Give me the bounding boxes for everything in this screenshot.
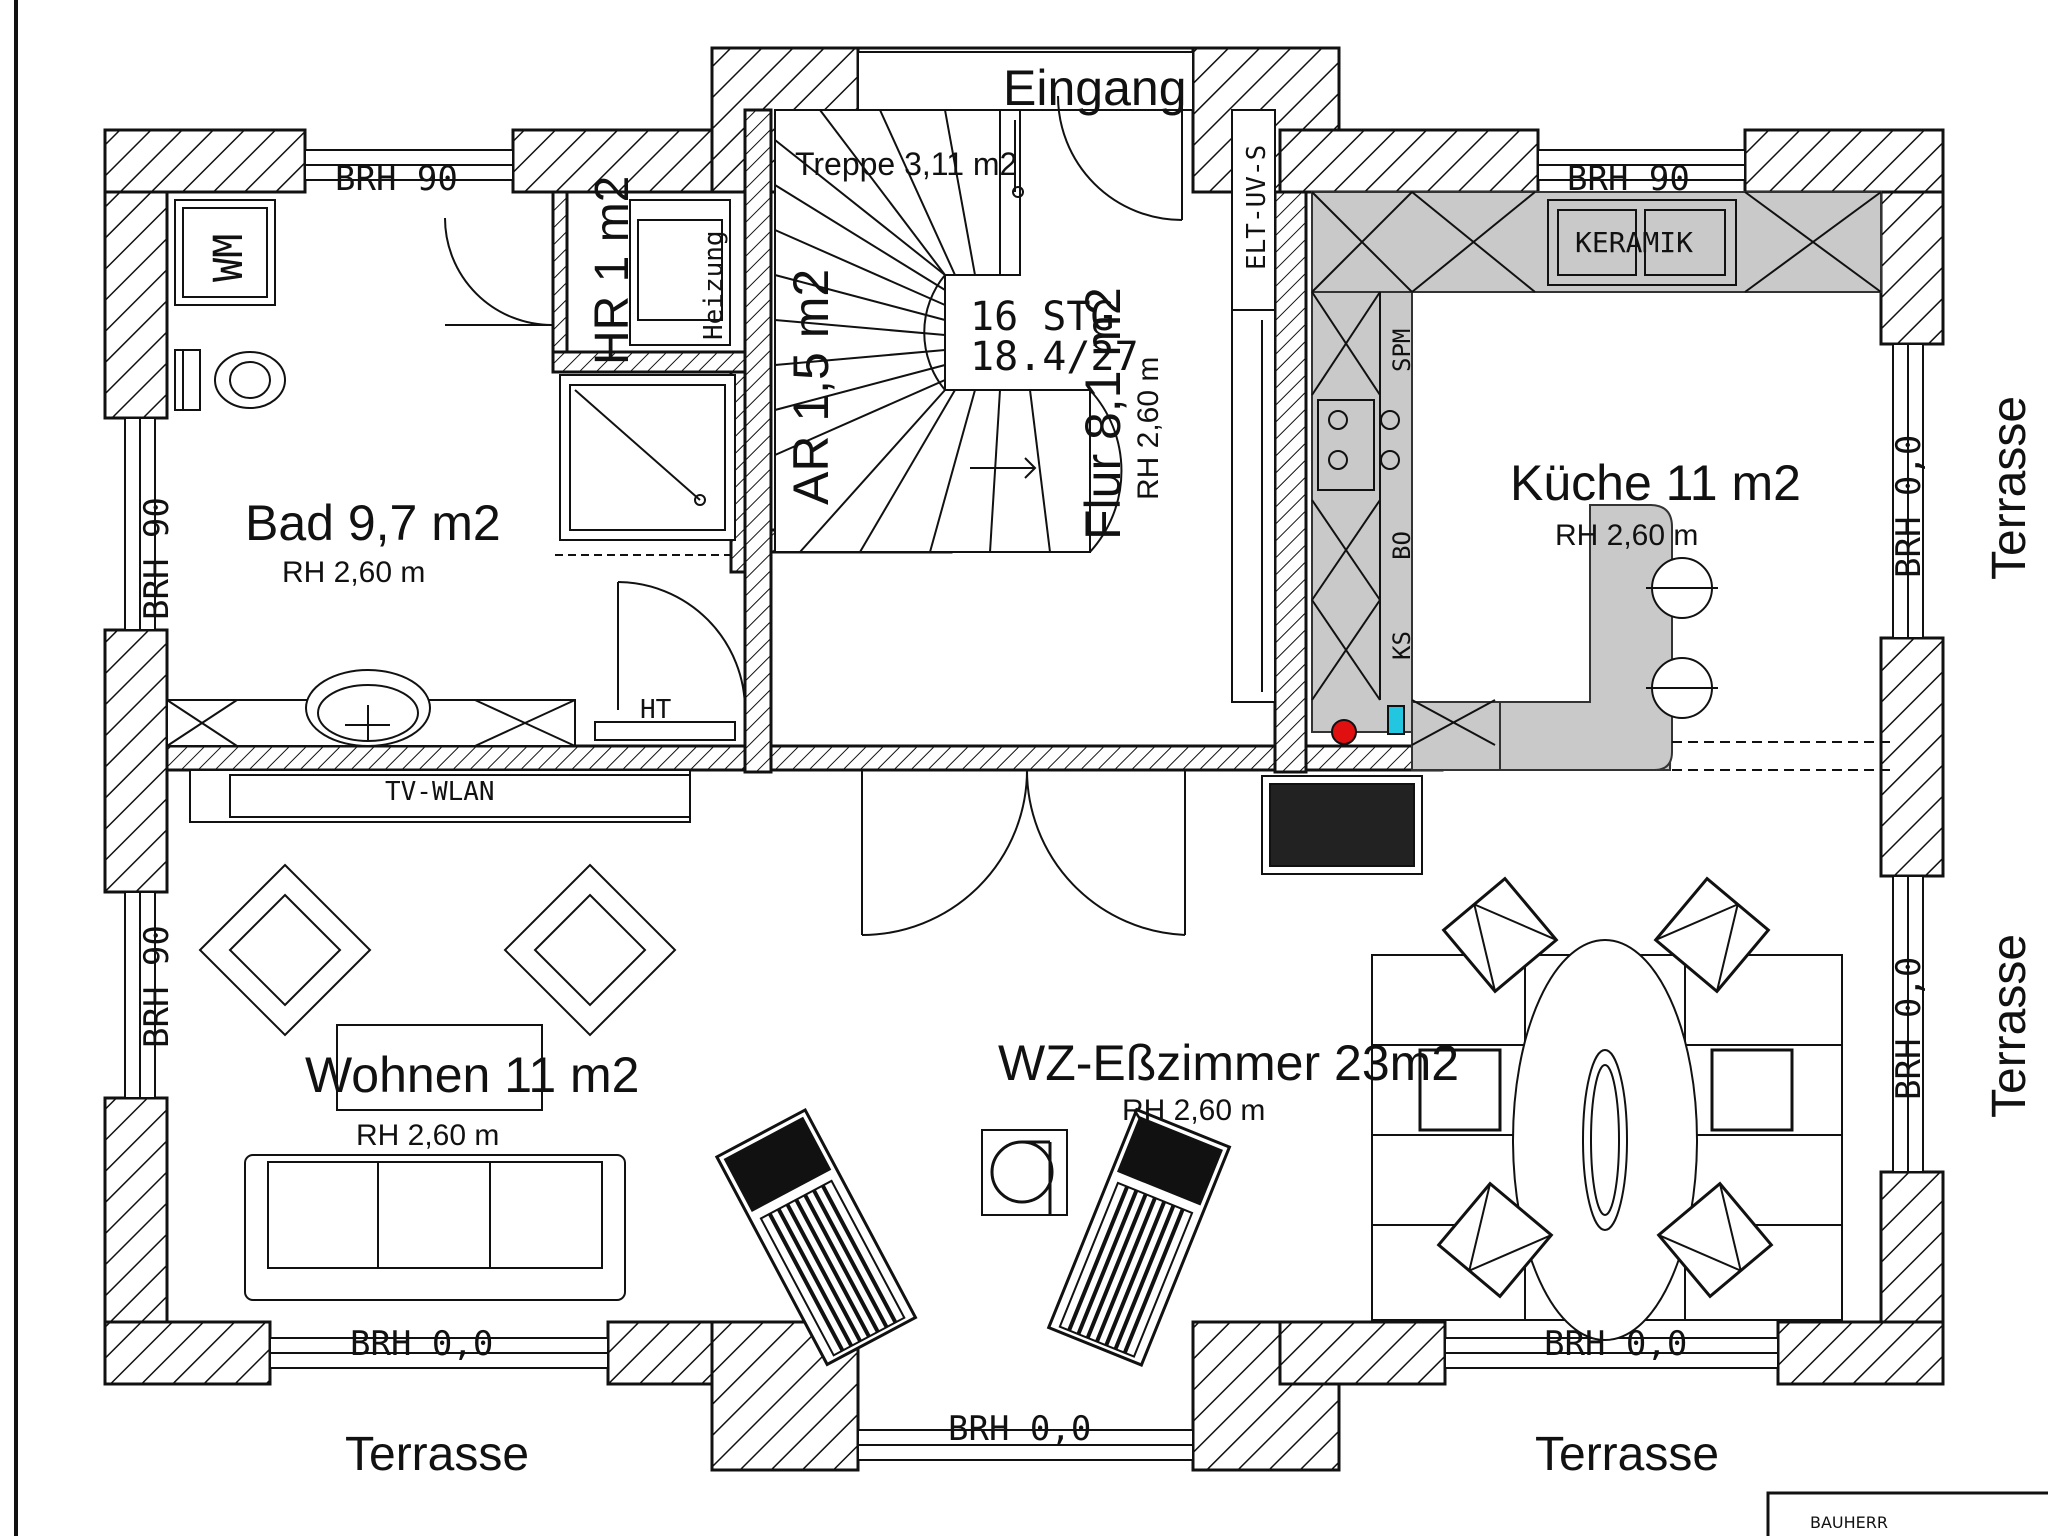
stair-count: 16 STG: [970, 294, 1115, 340]
room-label-ar: AR 1,5 m2: [783, 269, 839, 505]
tv-wlan-unit: [189, 769, 691, 823]
sensor-marker: [1387, 705, 1405, 735]
living-double-door[interactable]: [861, 769, 1186, 936]
window-label-right-lower: BRH 0,0: [1889, 957, 1929, 1100]
room-label-treppe: Treppe 3,11 m2: [795, 146, 1017, 182]
room-label-bad: Bad 9,7 m2: [245, 495, 501, 551]
title-block-bauherr: BAUHERR: [1810, 1513, 1888, 1532]
room-height-bad: RH 2,60 m: [282, 556, 425, 589]
window-label-bottom-center: BRH 0,0: [948, 1409, 1091, 1449]
window-label-bottom-right: BRH 0,0: [1544, 1324, 1687, 1364]
terrasse-bottom-right: Terrasse: [1535, 1428, 1719, 1481]
room-height-wz: RH 2,60 m: [1122, 1094, 1265, 1127]
label-wm: WM: [206, 234, 252, 282]
label-spm: SPM: [1388, 329, 1416, 372]
window-label-left-upper: BRH 90: [137, 497, 177, 620]
label-ht: HT: [640, 695, 672, 725]
kitchen-counters: [1311, 191, 1882, 771]
window-label-top-left: BRH 90: [335, 159, 458, 199]
terrasse-bottom-left: Terrasse: [345, 1428, 529, 1481]
heating-unit: [629, 199, 731, 346]
room-label-kueche: Küche 11 m2: [1510, 455, 1801, 511]
staircase: [774, 109, 1123, 553]
label-keramik: KERAMIK: [1575, 226, 1693, 259]
room-label-wohnen: Wohnen 11 m2: [305, 1047, 639, 1103]
living-furniture: [198, 863, 677, 1301]
entrance-door[interactable]: [1057, 95, 1183, 221]
flur-closet: [1231, 309, 1276, 703]
room-label-heizung: Heizung: [699, 230, 729, 340]
room-height-flur: RH 2,60 m: [1132, 357, 1165, 500]
bar-stools: [1646, 557, 1890, 771]
label-eingang: Eingang: [1003, 60, 1187, 116]
red-marker: [1331, 719, 1357, 745]
stair-ratio: 18.4/27: [970, 334, 1139, 380]
label-ks: KS: [1388, 631, 1416, 660]
radiator: [1261, 775, 1423, 875]
label-tv-wlan: TV-WLAN: [385, 777, 495, 807]
window-label-top-right: BRH 90: [1567, 159, 1690, 199]
room-label-flur: Flur 8,1 m2: [1075, 287, 1131, 540]
window-label-bottom-left: BRH 0,0: [350, 1324, 493, 1364]
label-bo: BO: [1388, 531, 1416, 560]
lounge-chairs: [714, 1107, 1232, 1367]
window-label-right-upper: BRH 0,0: [1889, 435, 1929, 578]
label-elt: ELT-UV-S: [1242, 145, 1272, 270]
terrasse-right-top: Terrasse: [1983, 396, 2036, 580]
window-label-left-lower: BRH 90: [137, 925, 177, 1048]
windows: [124, 149, 1924, 1461]
room-label-wz: WZ-Eßzimmer 23m2: [998, 1035, 1459, 1091]
bathroom-fixtures: [166, 199, 746, 747]
entrance-opening: [857, 51, 1194, 111]
room-height-kueche: RH 2,60 m: [1555, 519, 1698, 552]
room-height-wohnen: RH 2,60 m: [356, 1119, 499, 1152]
room-label-hr: HR 1 m2: [586, 176, 639, 365]
dining-set: [1371, 876, 1843, 1341]
title-block: [1766, 1491, 2048, 1536]
terrasse-right-bottom: Terrasse: [1983, 934, 2036, 1118]
